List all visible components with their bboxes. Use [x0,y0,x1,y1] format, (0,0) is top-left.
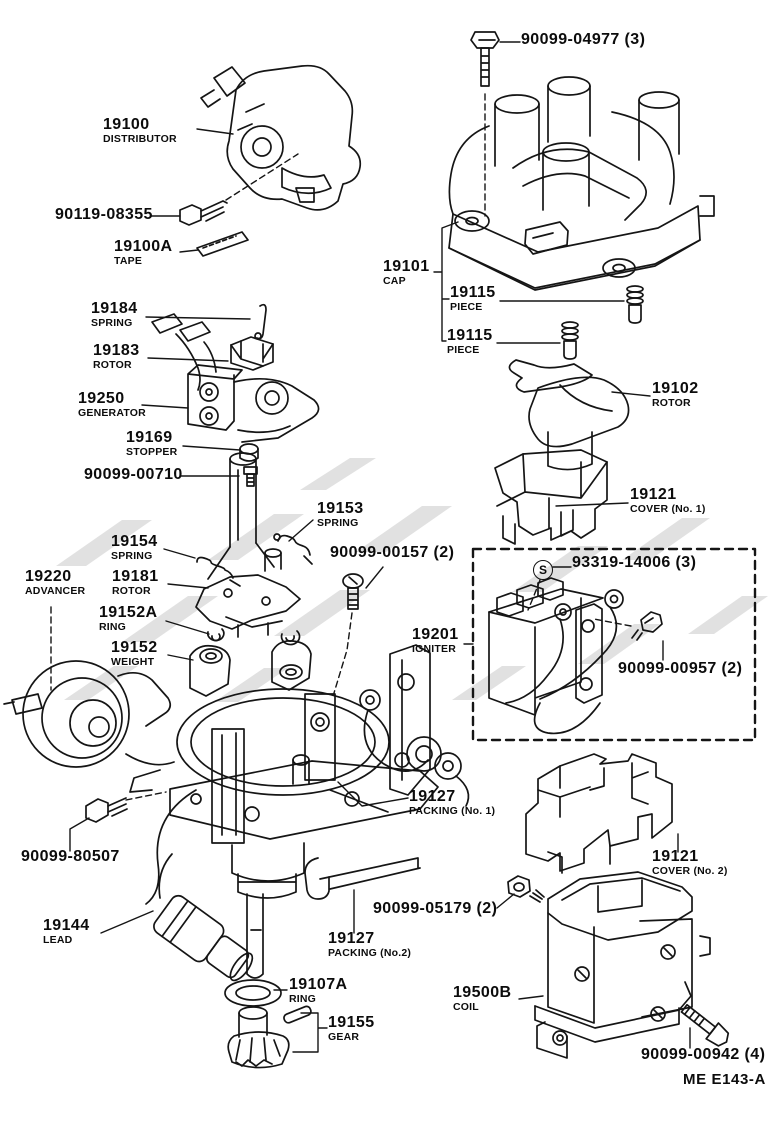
bolt-90099-04977-drawing [470,31,500,87]
distributor-drawing [200,64,362,211]
part-label-90099-00157: 90099-00157 (2) [330,544,455,561]
part-label-90099-00942: 90099-00942 (4) [641,1046,766,1063]
shaft-rotor-19181-drawing [195,452,301,638]
gear-drawing [227,1005,312,1069]
tape-drawing [196,231,249,257]
s-symbol: S [533,560,553,580]
piece-spring-2-drawing [561,321,579,360]
igniter-drawing [488,577,624,735]
coil-drawing [534,871,711,1059]
generator-19250-drawing [187,364,320,443]
bolt-90099-00942-drawing [680,1003,730,1047]
cap-drawing [448,76,715,291]
packing-no2-drawing [304,857,421,900]
piece-spring-1-drawing [626,285,644,324]
igniter-group-box [471,547,757,742]
ring-19107A-drawing [224,979,282,1007]
dashed-lines [50,93,632,801]
spring-19184-drawing [254,303,267,340]
rotor-19183-drawing [230,336,274,371]
cover-no1-drawing [494,449,608,545]
spring-19154-drawing [196,556,241,587]
screw-90099-00157-drawing [342,573,364,610]
nut-90099-05179-drawing [507,875,545,903]
page-code: ME E143-A [683,1071,766,1088]
part-label-90099-80507: 90099-80507 [21,848,120,865]
part-label-90099-00710: 90099-00710 [84,466,183,483]
spring-19153-drawing [273,533,313,565]
screw-90099-00957-drawing [631,611,663,641]
watermark [56,458,768,702]
advancer-drawing [3,660,175,768]
part-label-90119-08355: 90119-08355 [55,206,153,223]
screw-90099-00710-drawing [243,466,258,487]
screw-90099-80507-drawing [85,797,128,823]
part-label-90099-00957: 90099-00957 (2) [618,660,743,677]
distributor-body-drawing [129,644,470,979]
rotor-19102-drawing [508,359,630,471]
cover-no2-drawing [525,753,673,874]
part-label-90099-04977: 90099-04977 (3) [521,31,646,48]
leader-lines [69,41,691,1053]
generator-wires-drawing [151,313,217,391]
lead-drawing [153,853,254,982]
part-label-90099-05179: 90099-05179 (2) [373,900,498,917]
screw-90119-08355-drawing [179,200,228,226]
part-label-93319-14006: 93319-14006 (3) [572,554,697,571]
clip-19152A-drawing [207,628,301,646]
weight-19152-drawing [189,640,312,697]
